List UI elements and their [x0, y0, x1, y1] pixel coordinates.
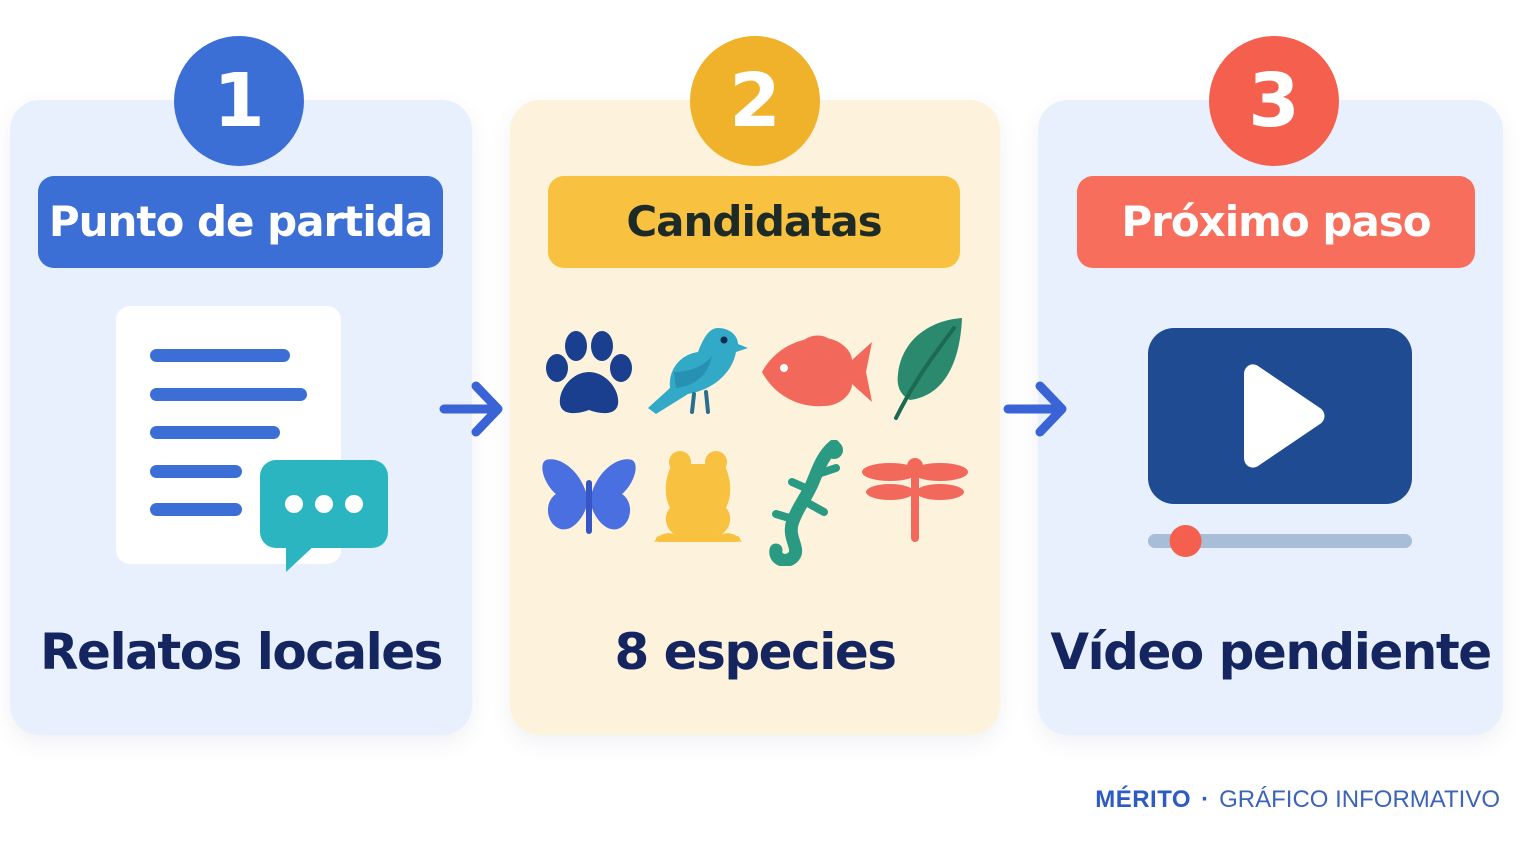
fish-icon — [762, 335, 872, 407]
paw-print-icon — [546, 331, 632, 414]
step-caption-1: Relatos locales — [40, 623, 443, 681]
footer-subtitle: GRÁFICO INFORMATIVO — [1219, 786, 1500, 813]
lizard-icon — [769, 440, 843, 566]
butterfly-icon — [542, 459, 636, 534]
dragonfly-icon — [862, 458, 968, 542]
step-number-badge-1: 1 — [174, 36, 304, 166]
progress-thumb — [1169, 525, 1202, 557]
step-title-1: Punto de partida — [38, 176, 443, 268]
footer-brand: MÉRITO — [1095, 786, 1192, 813]
footer-separator: · — [1201, 786, 1210, 813]
leaf-icon — [894, 318, 962, 420]
step-caption-2: 8 especies — [614, 623, 897, 681]
progress-bar — [1148, 525, 1412, 557]
footer: MÉRITO · GRÁFICO INFORMATIVO — [1095, 786, 1500, 814]
step-title-2: Candidatas — [548, 176, 960, 268]
arrow-right-icon — [1003, 381, 1067, 437]
step-caption-3: Vídeo pendiente — [1050, 623, 1492, 681]
video-player-icon — [1148, 328, 1412, 504]
chat-bubble-icon — [260, 460, 388, 572]
arrow-right-icon — [439, 381, 503, 437]
step-title-3: Próximo paso — [1077, 176, 1475, 268]
frog-icon — [654, 451, 742, 542]
step-number-badge-2: 2 — [690, 36, 820, 166]
step-number-badge-3: 3 — [1209, 36, 1339, 166]
bird-icon — [648, 328, 748, 414]
